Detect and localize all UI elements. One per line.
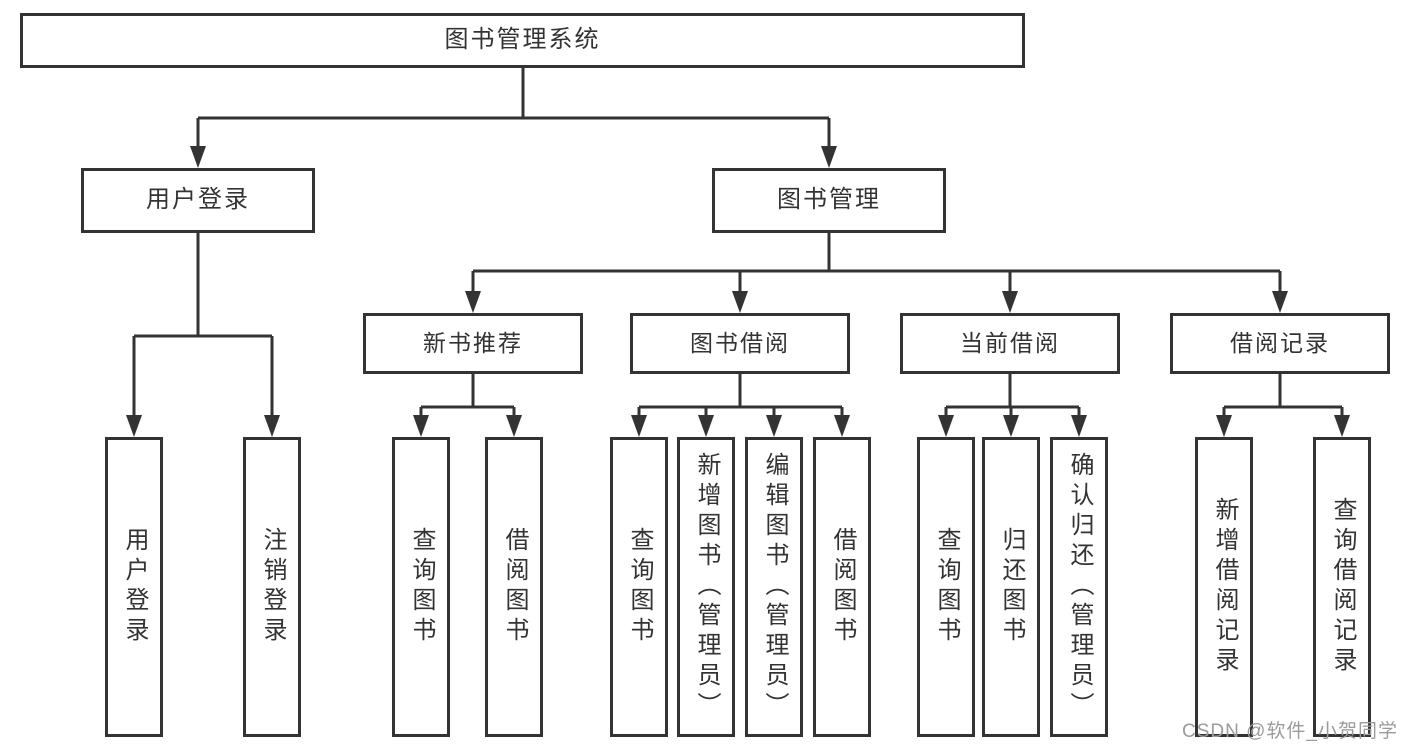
node-borrowing-records: 借阅记录 bbox=[1170, 313, 1390, 374]
node-leaf-edit-book-admin: 编辑图书（管理员） bbox=[745, 437, 803, 737]
csdn-watermark: CSDN @软件_小贺同学 bbox=[1182, 721, 1398, 742]
node-leaf-return-books: 归还图书 bbox=[982, 437, 1040, 737]
node-book-borrowing: 图书借阅 bbox=[630, 313, 850, 374]
leaf-label: 查询借阅记录 bbox=[1329, 497, 1356, 677]
node-leaf-confirm-return-admin: 确认归还（管理员） bbox=[1050, 437, 1108, 737]
node-leaf-user-login: 用户登录 bbox=[105, 437, 163, 737]
leaf-label: 借阅图书 bbox=[829, 527, 856, 647]
leaf-label: 归还图书 bbox=[998, 527, 1025, 647]
leaf-label: 查询图书 bbox=[408, 527, 435, 647]
leaf-label: 新增借阅记录 bbox=[1211, 497, 1238, 677]
leaf-label: 借阅图书 bbox=[501, 527, 528, 647]
tree-edges bbox=[132, 68, 1344, 433]
leaf-label: 注销登录 bbox=[259, 527, 286, 647]
node-system-root: 图书管理系统 bbox=[20, 13, 1025, 68]
leaf-label: 确认归还（管理员） bbox=[1066, 452, 1093, 722]
arrowhead-icons bbox=[126, 146, 1350, 437]
node-book-management: 图书管理 bbox=[712, 168, 946, 233]
node-user-login: 用户登录 bbox=[81, 168, 315, 233]
leaf-label: 用户登录 bbox=[121, 527, 148, 647]
node-leaf-query-borrow-record: 查询借阅记录 bbox=[1313, 437, 1371, 737]
node-new-book-recommend: 新书推荐 bbox=[363, 313, 583, 374]
leaf-label: 查询图书 bbox=[626, 527, 653, 647]
leaf-label: 新增图书（管理员） bbox=[693, 452, 720, 722]
leaf-label: 查询图书 bbox=[933, 527, 960, 647]
node-leaf-borrow-books: 借阅图书 bbox=[813, 437, 871, 737]
node-leaf-add-book-admin: 新增图书（管理员） bbox=[677, 437, 735, 737]
node-leaf-logout: 注销登录 bbox=[243, 437, 301, 737]
node-leaf-query-books: 查询图书 bbox=[917, 437, 975, 737]
leaf-label: 编辑图书（管理员） bbox=[761, 452, 788, 722]
node-leaf-borrow-books: 借阅图书 bbox=[485, 437, 543, 737]
node-leaf-query-books: 查询图书 bbox=[392, 437, 450, 737]
node-leaf-query-books: 查询图书 bbox=[610, 437, 668, 737]
node-leaf-add-borrow-record: 新增借阅记录 bbox=[1195, 437, 1253, 737]
node-current-borrowing: 当前借阅 bbox=[900, 313, 1120, 374]
